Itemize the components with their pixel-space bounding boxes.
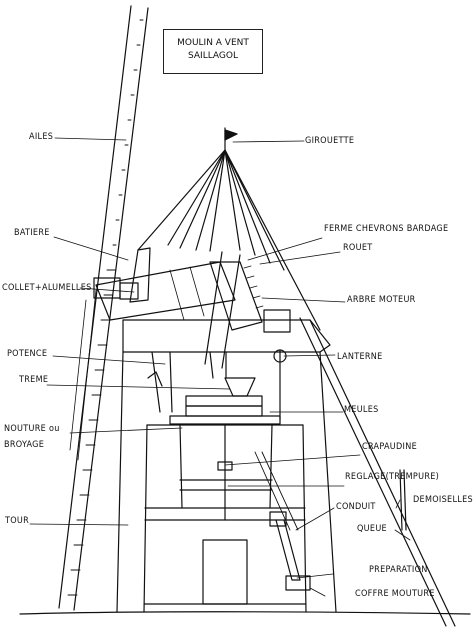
label-arbre: ARBRE MOTEUR bbox=[347, 295, 416, 305]
label-girouette: GIROUETTE bbox=[305, 136, 355, 146]
tower bbox=[116, 351, 337, 613]
flour-chute bbox=[275, 519, 311, 591]
sail-ladder bbox=[58, 5, 149, 611]
title-line-2: SAILLAGOL bbox=[188, 51, 238, 61]
label-ferme: FERME CHEVRONS BARDAGE bbox=[324, 224, 449, 234]
label-coffre: COFFRE MOUTURE bbox=[355, 589, 435, 599]
demoiselles bbox=[399, 469, 407, 531]
label-potence: POTENCE bbox=[7, 349, 48, 359]
label-collet: COLLET+ALUMELLES bbox=[2, 283, 92, 293]
label-demoiselles: DEMOISELLES bbox=[413, 495, 473, 505]
label-tour: TOUR bbox=[5, 516, 30, 526]
label-broyage: BROYAGE bbox=[4, 440, 45, 450]
label-ailes: AILES bbox=[29, 132, 54, 142]
millstones bbox=[169, 351, 281, 425]
cap-roof bbox=[122, 127, 331, 353]
label-queue: QUEUE bbox=[357, 524, 387, 534]
title-box: MOULIN A VENT SAILLAGOL bbox=[163, 29, 263, 74]
label-reglage: REGLAGE(TREMPURE) bbox=[345, 472, 440, 482]
label-crapaudine: CRAPAUDINE bbox=[362, 442, 418, 452]
label-conduit: CONDUIT bbox=[336, 502, 376, 512]
label-meules: MEULES bbox=[344, 405, 379, 415]
label-lanterne: LANTERNE bbox=[337, 352, 383, 362]
leader-lines bbox=[29, 137, 411, 597]
ground-line bbox=[19, 611, 471, 615]
label-nouture: NOUTURE ou bbox=[4, 424, 60, 434]
label-preparation: PREPARATION bbox=[369, 565, 428, 575]
title-line-1: MOULIN A VENT bbox=[177, 38, 249, 48]
potence bbox=[147, 351, 173, 413]
label-treme: TREME bbox=[19, 375, 49, 385]
label-rouet: ROUET bbox=[343, 243, 373, 253]
inner-frame bbox=[179, 424, 299, 531]
label-batiere: BATIERE bbox=[14, 228, 50, 238]
tail-pole bbox=[299, 317, 456, 627]
brake-wheel bbox=[204, 251, 291, 369]
